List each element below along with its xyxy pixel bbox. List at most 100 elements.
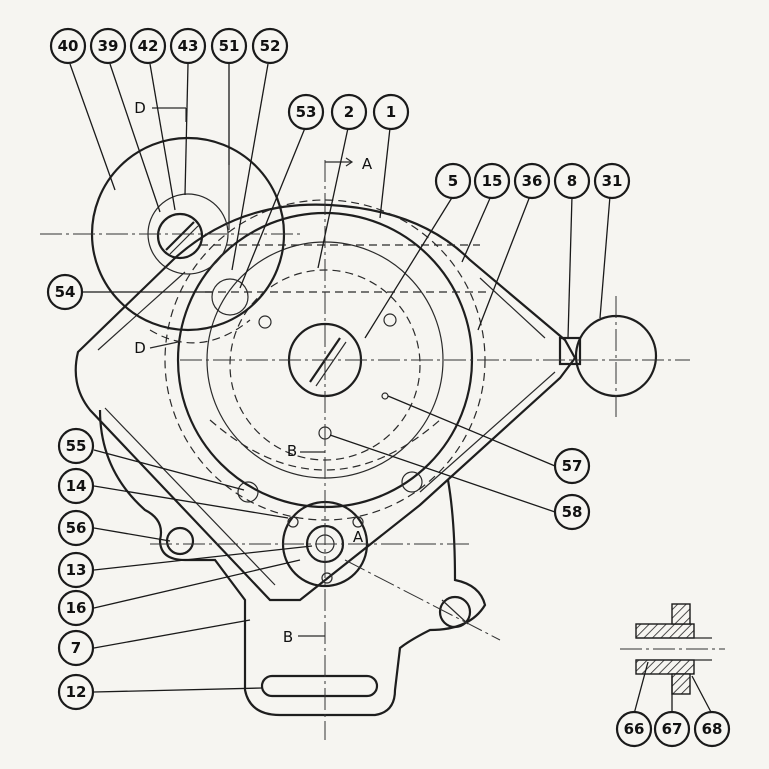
- leader-8: [567, 195, 573, 339]
- callout-67-label: 67: [662, 720, 683, 738]
- callout-8: 8: [553, 162, 591, 200]
- leader-31: [599, 195, 611, 319]
- bushing-detail: [620, 603, 725, 695]
- leader-13: [93, 545, 313, 571]
- callout-43-label: 43: [178, 37, 199, 55]
- section-a-bottom-label: A: [353, 528, 364, 546]
- callout-39: 39: [89, 27, 127, 65]
- callout-52-label: 52: [260, 37, 281, 55]
- section-marks: D D A A B B: [134, 99, 373, 646]
- leader-53: [239, 127, 306, 289]
- callout-67: 67: [653, 710, 691, 748]
- fastener-right: [383, 313, 397, 327]
- bushing-flange-top: [671, 603, 691, 625]
- callout-12: 12: [57, 673, 95, 711]
- hub-screw-bottom: [321, 572, 333, 584]
- callout-55-label: 55: [66, 437, 87, 455]
- callout-7-label: 7: [71, 639, 81, 657]
- leader-52: [231, 63, 269, 271]
- callout-31-label: 31: [602, 172, 623, 190]
- pinion: [211, 278, 249, 316]
- callout-1: 1: [372, 93, 410, 131]
- callout-51-label: 51: [219, 37, 240, 55]
- centerlines: [40, 160, 690, 740]
- leader-16: [93, 559, 301, 609]
- pin-55: [237, 481, 259, 503]
- section-d-top-label: D: [134, 99, 146, 117]
- main-casing-outline: [74, 203, 577, 602]
- hub-screw-right: [352, 516, 364, 528]
- pinion-hidden: [149, 319, 251, 344]
- fastener-57: [381, 392, 389, 400]
- handle-slot: [260, 674, 379, 698]
- callout-57: 57: [553, 447, 591, 485]
- callout-36-label: 36: [522, 172, 543, 190]
- bushing-flange-bottom: [671, 673, 691, 695]
- callout-42: 42: [129, 27, 167, 65]
- callout-56-label: 56: [66, 519, 87, 537]
- right-lug-bore: [438, 595, 472, 629]
- callout-15-label: 15: [482, 172, 503, 190]
- callout-balloons: 40 39 42 43 51 52 53 2 1 5 15 36 8 31 54…: [46, 27, 731, 748]
- callout-51: 51: [210, 27, 248, 65]
- callout-2: 2: [330, 93, 368, 131]
- leader-68: [691, 675, 713, 715]
- callout-14: 14: [57, 467, 95, 505]
- callout-54: 54: [46, 273, 84, 311]
- section-a-top-arrow: [345, 157, 354, 167]
- leader-43: [184, 63, 189, 196]
- callout-13: 13: [57, 551, 95, 589]
- knob-stem: [558, 336, 582, 366]
- housing: [74, 203, 658, 717]
- leader-2: [317, 127, 349, 269]
- callout-31: 31: [593, 162, 631, 200]
- pin-right: [401, 471, 423, 493]
- fastener-left: [258, 315, 272, 329]
- leader-66: [633, 661, 649, 715]
- callout-68: 68: [693, 710, 731, 748]
- callout-52: 52: [251, 27, 289, 65]
- callout-66: 66: [615, 710, 653, 748]
- callout-15: 15: [473, 162, 511, 200]
- leader-14: [93, 485, 289, 519]
- lug-diagonal-centerline: [344, 559, 501, 641]
- casing-inner-edge: [97, 271, 556, 586]
- left-lug-bore: [165, 526, 195, 556]
- callout-54-label: 54: [55, 283, 76, 301]
- callout-57-label: 57: [562, 457, 583, 475]
- hidden-upper-band: [200, 244, 490, 293]
- bushing-upper-wall: [635, 623, 695, 639]
- upper-gear-assembly: [90, 136, 286, 344]
- right-lug-slot: [441, 599, 469, 625]
- hub-screw-left: [287, 516, 299, 528]
- callout-1-label: 1: [386, 103, 396, 121]
- callout-40: 40: [49, 27, 87, 65]
- hub-slot-b: [315, 341, 347, 387]
- leader-lines: [69, 63, 713, 715]
- callout-56: 56: [57, 509, 95, 547]
- callout-53-label: 53: [296, 103, 317, 121]
- leader-40: [69, 63, 116, 191]
- leader-36: [477, 195, 531, 331]
- leader-15: [461, 195, 492, 263]
- callout-55: 55: [57, 427, 95, 465]
- callout-58: 58: [553, 493, 591, 531]
- leader-12: [93, 687, 263, 693]
- callout-12-label: 12: [66, 683, 87, 701]
- leader-58: [329, 434, 556, 513]
- leader-39: [109, 63, 161, 213]
- callout-66-label: 66: [624, 720, 645, 738]
- callout-8-label: 8: [567, 172, 577, 190]
- upper-gear-hub: [156, 212, 204, 260]
- callout-68-label: 68: [702, 720, 723, 738]
- callout-39-label: 39: [98, 37, 119, 55]
- callout-40-label: 40: [58, 37, 79, 55]
- upper-gear-slot: [165, 221, 195, 251]
- callout-58-label: 58: [562, 503, 583, 521]
- callout-5-label: 5: [448, 172, 458, 190]
- leader-56: [93, 527, 171, 542]
- callout-53: 53: [287, 93, 325, 131]
- leader-5: [364, 195, 454, 339]
